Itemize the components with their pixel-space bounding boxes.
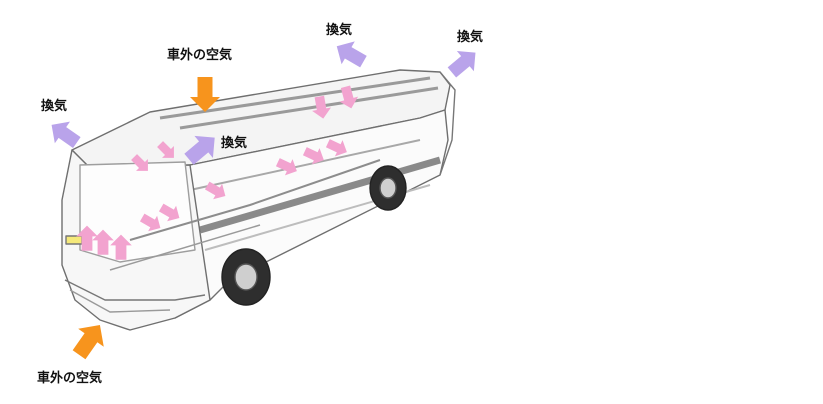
exhaust-label-roof-front: 換気: [221, 137, 247, 150]
rear-wheel: [370, 166, 406, 210]
intake-label-top: 車外の空気: [167, 49, 232, 62]
front-wheel: [222, 249, 270, 305]
intake-label-bottom: 車外の空気: [37, 372, 102, 385]
exhaust-label-front-left: 換気: [41, 100, 67, 113]
bus-illustration: [62, 70, 455, 330]
orange-arrow-icon: [66, 316, 112, 364]
exhaust-label-top-middle: 換気: [326, 24, 352, 37]
exhaust-label-top-right: 換気: [457, 31, 483, 44]
purple-arrow-icon: [443, 43, 484, 83]
purple-arrow-icon: [330, 35, 370, 73]
headlight: [66, 236, 82, 244]
